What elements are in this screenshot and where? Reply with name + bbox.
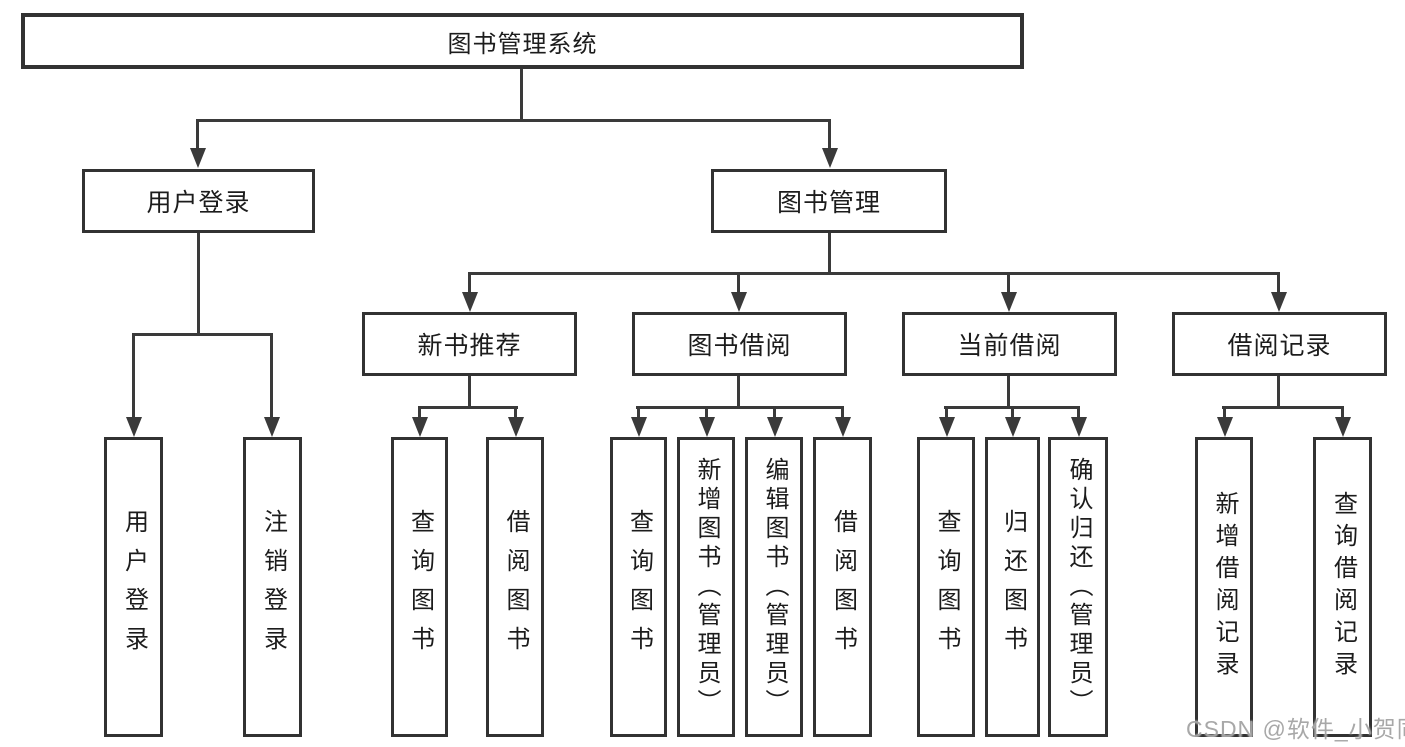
connector-line (468, 272, 1280, 275)
leaf-label: 注销登录 (259, 509, 287, 665)
leaf-edit-book-admin: 编辑图书（管理员） (745, 437, 803, 737)
connector-arrow (132, 333, 135, 417)
connector-arrow (468, 272, 471, 292)
node-new-book-recommend: 新书推荐 (362, 312, 577, 376)
connector-line (1007, 375, 1010, 408)
leaf-label: 查询图书 (933, 509, 960, 665)
node-label: 新书推荐 (417, 332, 522, 360)
connector-arrow (1277, 272, 1280, 292)
node-book-management-system: 图书管理系统 (21, 13, 1024, 69)
leaf-return-books: 归还图书 (985, 437, 1040, 737)
node-user-login: 用户登录 (82, 169, 315, 233)
connector-arrow (773, 406, 776, 417)
connector-line (1277, 375, 1280, 408)
connector-line (197, 232, 200, 336)
connector-arrow (637, 406, 640, 417)
connector-arrow (1223, 406, 1226, 417)
leaf-add-book-admin: 新增图书（管理员） (677, 437, 735, 737)
node-borrowing-records: 借阅记录 (1172, 312, 1387, 376)
connector-arrow (737, 272, 740, 292)
node-book-borrowing: 图书借阅 (632, 312, 847, 376)
leaf-borrow-books: 借阅图书 (486, 437, 544, 737)
leaf-label: 查询图书 (406, 509, 434, 665)
leaf-query-books: 查询图书 (391, 437, 448, 737)
watermark: CSDN @软件_小贺同学 (1186, 716, 1405, 742)
node-label: 当前借阅 (957, 332, 1062, 360)
leaf-query-books: 查询图书 (917, 437, 975, 737)
connector-line (418, 406, 518, 409)
connector-arrow (1341, 406, 1344, 417)
connector-arrow (514, 406, 517, 417)
connector-line (636, 406, 844, 409)
connector-arrow (1007, 272, 1010, 292)
leaf-label: 用户登录 (120, 509, 148, 665)
leaf-user-login: 用户登录 (104, 437, 163, 737)
leaf-query-books: 查询图书 (610, 437, 667, 737)
leaf-label: 借阅图书 (502, 509, 529, 665)
connector-line (196, 119, 831, 122)
connector-arrow (270, 333, 273, 417)
leaf-logout: 注销登录 (243, 437, 302, 737)
node-label: 用户登录 (146, 189, 251, 217)
leaf-borrow-books: 借阅图书 (813, 437, 872, 737)
leaf-label: 确认归还（管理员） (1065, 456, 1092, 718)
connector-line (828, 232, 831, 275)
connector-arrow (705, 406, 708, 417)
leaf-label: 新增借阅记录 (1211, 491, 1238, 683)
connector-arrow (828, 119, 831, 148)
connector-line (132, 333, 273, 336)
node-label: 图书管理 (776, 189, 881, 217)
connector-arrow (418, 406, 421, 417)
node-current-borrowing: 当前借阅 (902, 312, 1117, 376)
connector-line (737, 375, 740, 408)
connector-arrow (1077, 406, 1080, 417)
leaf-label: 借阅图书 (829, 509, 857, 665)
leaf-label: 编辑图书（管理员） (761, 456, 788, 718)
node-label: 图书借阅 (687, 332, 792, 360)
leaf-label: 查询图书 (625, 509, 653, 665)
node-label: 图书管理系统 (447, 30, 598, 58)
connector-arrow (196, 119, 199, 148)
leaf-label: 新增图书（管理员） (693, 456, 720, 718)
connector-arrow (945, 406, 948, 417)
leaf-label: 归还图书 (999, 509, 1027, 665)
connector-arrow (1011, 406, 1014, 417)
leaf-add-borrow-record: 新增借阅记录 (1195, 437, 1253, 737)
leaf-confirm-return-admin: 确认归还（管理员） (1048, 437, 1108, 737)
leaf-label: 查询借阅记录 (1329, 491, 1357, 683)
connector-line (1222, 406, 1344, 409)
node-label: 借阅记录 (1227, 332, 1332, 360)
leaf-query-borrow-record: 查询借阅记录 (1313, 437, 1372, 737)
connector-line (520, 69, 523, 121)
connector-line (468, 375, 471, 408)
node-book-management: 图书管理 (711, 169, 947, 233)
connector-arrow (841, 406, 844, 417)
